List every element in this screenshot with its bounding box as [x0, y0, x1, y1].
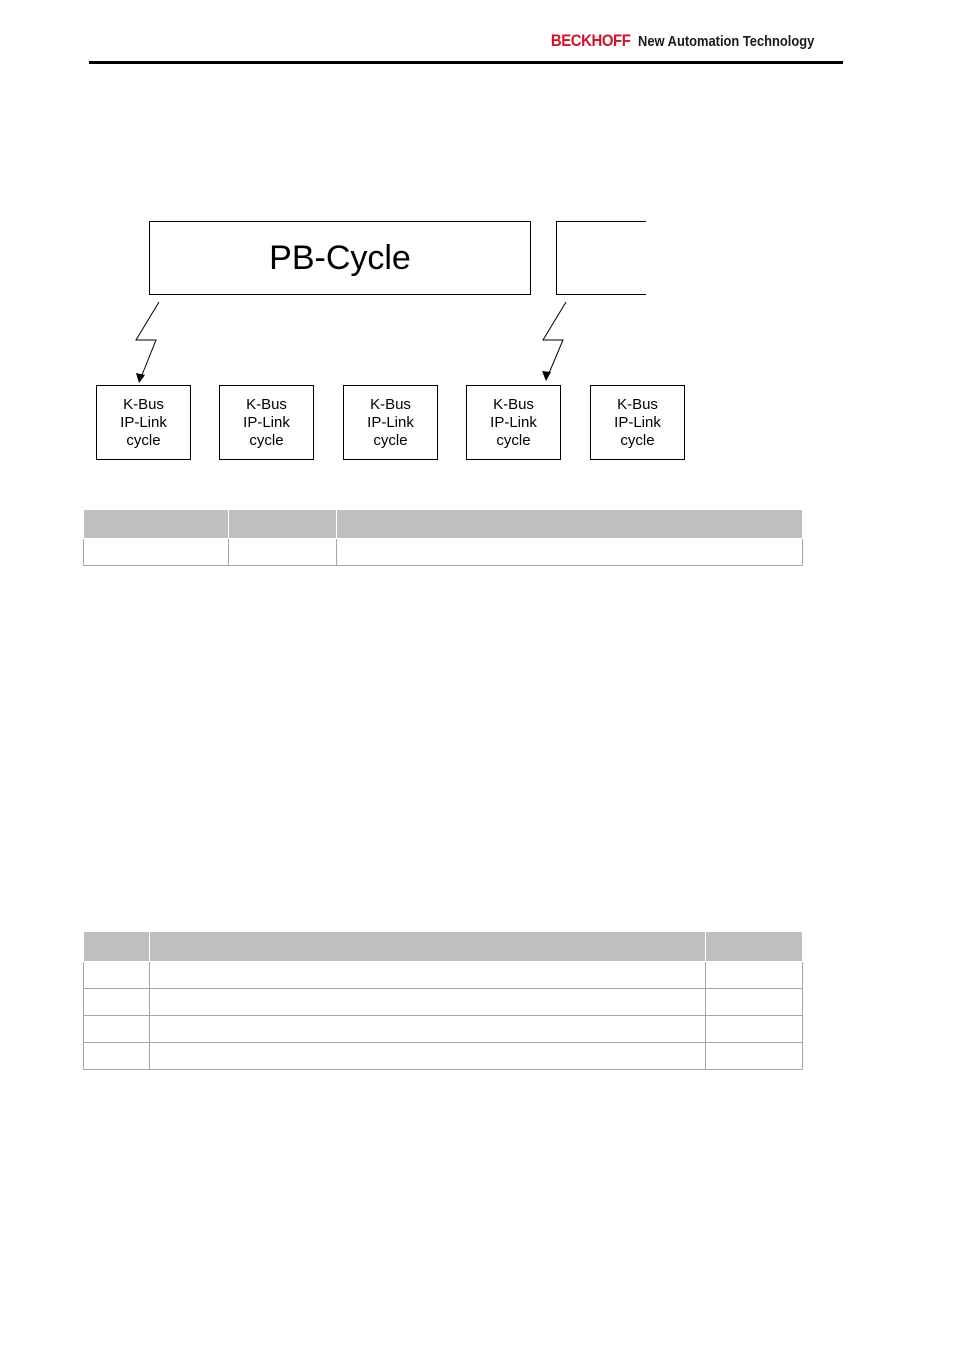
trigger-arrows	[135, 301, 567, 383]
kbus-label-line: cycle	[373, 431, 408, 449]
brand-tagline: New Automation Technology	[638, 33, 815, 50]
kbus-label-line: K-Bus	[123, 395, 164, 413]
table-cell	[149, 988, 706, 1016]
table-cell	[83, 1015, 150, 1043]
table-cell	[705, 961, 803, 989]
table-cell	[83, 1042, 150, 1070]
lightning-arrow-2	[542, 301, 567, 379]
header-brand: BECKHOFF New Automation Technology	[540, 31, 843, 51]
kbus-box-1: K-Bus IP-Link cycle	[96, 385, 191, 460]
lightning-arrow-1	[135, 301, 160, 381]
table-header-cell	[705, 931, 803, 962]
table-header-cell	[83, 931, 150, 962]
table-header-row	[83, 931, 803, 962]
kbus-label-line: IP-Link	[120, 413, 167, 431]
arrowhead-2	[542, 371, 551, 381]
kbus-label-line: IP-Link	[614, 413, 661, 431]
table-cell	[149, 1042, 706, 1070]
table-cell	[149, 961, 706, 989]
kbus-label-line: IP-Link	[243, 413, 290, 431]
kbus-label-line: cycle	[496, 431, 531, 449]
table-row	[83, 538, 803, 566]
table-row	[83, 988, 803, 1016]
table-cell	[83, 538, 229, 566]
table-row	[83, 961, 803, 989]
kbus-label-line: cycle	[126, 431, 161, 449]
pb-cycle-box: PB-Cycle	[149, 221, 531, 295]
beckhoff-logo: BECKHOFF	[550, 31, 630, 50]
table-cell	[705, 988, 803, 1016]
kbus-label-line: K-Bus	[493, 395, 534, 413]
table-row	[83, 1042, 803, 1070]
table-header-cell	[83, 509, 229, 539]
kbus-label-line: cycle	[620, 431, 655, 449]
table-header-cell	[149, 931, 706, 962]
header-rule	[89, 61, 843, 64]
parameter-table-2	[83, 931, 803, 1070]
kbus-box-4: K-Bus IP-Link cycle	[466, 385, 561, 460]
kbus-label-line: K-Bus	[370, 395, 411, 413]
kbus-label-line: K-Bus	[246, 395, 287, 413]
table-header-cell	[228, 509, 337, 539]
kbus-label-line: IP-Link	[490, 413, 537, 431]
pb-cycle-next-box	[556, 221, 646, 295]
table-header-row	[83, 509, 803, 539]
table-cell	[336, 538, 803, 566]
table-cell	[83, 988, 150, 1016]
cycle-diagram: PB-Cycle K-Bus IP-Link cycle K-Bus IP-Li…	[0, 0, 954, 480]
table-cell	[228, 538, 337, 566]
table-row	[83, 1015, 803, 1043]
kbus-label-line: K-Bus	[617, 395, 658, 413]
arrowhead-1	[136, 373, 145, 383]
kbus-label-line: cycle	[249, 431, 284, 449]
parameter-table-1	[83, 509, 803, 566]
pb-cycle-label: PB-Cycle	[269, 238, 411, 277]
kbus-box-2: K-Bus IP-Link cycle	[219, 385, 314, 460]
table-cell	[149, 1015, 706, 1043]
table-cell	[705, 1042, 803, 1070]
kbus-label-line: IP-Link	[367, 413, 414, 431]
kbus-box-5: K-Bus IP-Link cycle	[590, 385, 685, 460]
kbus-box-3: K-Bus IP-Link cycle	[343, 385, 438, 460]
table-header-cell	[336, 509, 803, 539]
table-cell	[83, 961, 150, 989]
table-cell	[705, 1015, 803, 1043]
